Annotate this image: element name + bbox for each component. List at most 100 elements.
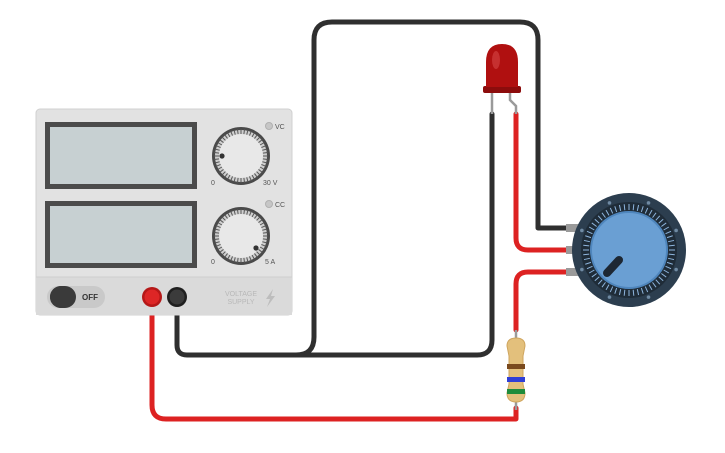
cc-indicator-light xyxy=(265,200,273,208)
knob-tick xyxy=(224,214,229,219)
knob-tick xyxy=(248,256,252,262)
knob-tick xyxy=(248,176,252,182)
pot-scale-tick xyxy=(623,289,626,296)
pot-scale-tick xyxy=(609,286,614,293)
vc-label: VC xyxy=(275,124,285,131)
pot-scale-tick xyxy=(609,207,614,214)
pot-scale-tick xyxy=(655,279,661,285)
voltage-knob-indicator xyxy=(219,153,225,159)
pot-bolt xyxy=(646,201,651,205)
pot-pin-3 xyxy=(566,268,580,276)
pot-scale-tick xyxy=(665,265,672,270)
pot-scale-tick xyxy=(583,257,590,261)
knob-tick xyxy=(262,161,268,164)
knob-tick xyxy=(262,148,268,151)
positive-terminal[interactable] xyxy=(142,287,162,307)
led[interactable] xyxy=(483,44,521,114)
pot-scale-tick xyxy=(640,206,644,213)
power-supply: VC 0 30 V CC 0 5 A OFF V xyxy=(35,108,293,316)
knob-tick xyxy=(215,243,221,247)
knob-tick xyxy=(214,238,220,241)
knob-tick xyxy=(217,246,223,250)
wires xyxy=(149,19,581,422)
voltage-display xyxy=(50,127,192,184)
pot-scale-tick xyxy=(665,230,672,235)
negative-terminal[interactable] xyxy=(167,287,187,307)
voltage-knob[interactable] xyxy=(212,127,270,185)
knob-tick xyxy=(256,136,261,141)
pot-scale-tick xyxy=(623,204,626,211)
knob-tick xyxy=(221,171,226,176)
pot-scale-tick xyxy=(583,244,590,247)
pot-scale-tick xyxy=(668,244,675,247)
current-knob[interactable] xyxy=(212,207,270,265)
pot-scale-tick xyxy=(661,222,667,227)
current-knob-indicator xyxy=(253,245,259,251)
wire-black-led-cathode[interactable] xyxy=(293,111,495,358)
knob-tick xyxy=(215,163,221,167)
knob-tick xyxy=(258,139,263,144)
knob-tick xyxy=(243,257,246,263)
wire-red-resistor-to-psu[interactable] xyxy=(149,295,519,422)
brand-line2: SUPPLY xyxy=(227,299,254,306)
pot-scale-tick xyxy=(655,215,661,221)
potentiometer[interactable] xyxy=(566,193,686,307)
knob-tick xyxy=(253,134,258,139)
knob-tick xyxy=(236,129,239,135)
knob-tick xyxy=(224,173,229,178)
knob-tick xyxy=(261,243,267,247)
pot-bolts xyxy=(580,201,678,299)
pot-scale-tick xyxy=(591,222,597,227)
wire-black-psu-to-led[interactable] xyxy=(174,19,581,358)
pot-scale-tick xyxy=(591,273,597,278)
pot-scale-tick xyxy=(658,218,664,224)
pot-scale-tick xyxy=(663,269,670,274)
pot-scale-tick xyxy=(644,286,649,293)
cc-label: CC xyxy=(275,202,285,209)
knob-tick xyxy=(219,248,224,253)
pot-scale-tick xyxy=(632,204,635,211)
wire-red-led-to-pot[interactable] xyxy=(513,111,581,253)
pot-pointer xyxy=(603,256,623,277)
knob-tick xyxy=(227,132,231,138)
resistor[interactable] xyxy=(506,330,526,410)
knob-tick xyxy=(221,216,226,221)
wire-red-pot-to-resistor[interactable] xyxy=(513,269,581,333)
pot-scale-tick xyxy=(668,239,675,243)
knob-tick xyxy=(262,231,268,234)
resistor-band-1 xyxy=(507,364,525,369)
knob-tick xyxy=(253,253,258,258)
power-switch[interactable]: OFF xyxy=(47,286,105,308)
pot-scale-tick xyxy=(661,273,667,278)
knob-tick xyxy=(214,228,220,231)
knob-tick xyxy=(236,209,239,215)
pot-scale-tick xyxy=(614,206,618,213)
pot-scale-tick xyxy=(597,279,603,285)
knob-tick xyxy=(236,257,239,263)
pot-bolt xyxy=(674,228,678,233)
knob-tick xyxy=(219,139,224,144)
knob-tick xyxy=(259,142,265,146)
knob-tick xyxy=(227,174,231,180)
power-switch-label: OFF xyxy=(82,293,98,302)
knob-tick xyxy=(251,254,255,260)
knob-tick xyxy=(246,177,249,183)
knob-tick xyxy=(251,132,255,138)
knob-tick xyxy=(256,216,261,221)
pot-scale-tick xyxy=(663,226,670,231)
pot-scale-tick xyxy=(583,239,590,243)
pot-scale-tick xyxy=(601,212,606,218)
knob-tick xyxy=(217,142,223,146)
knob-tick xyxy=(215,145,221,149)
pot-scale-tick xyxy=(666,261,673,265)
pot-scale-tick xyxy=(618,204,622,211)
knob-tick xyxy=(261,163,267,167)
knob-tick xyxy=(227,212,231,218)
pot-scale-tick xyxy=(585,235,592,239)
pot-scale-tick xyxy=(597,215,603,221)
vc-indicator-light xyxy=(265,122,273,130)
knob-tick xyxy=(215,225,221,229)
voltage-max-label: 30 V xyxy=(263,180,278,187)
knob-tick xyxy=(253,214,258,219)
